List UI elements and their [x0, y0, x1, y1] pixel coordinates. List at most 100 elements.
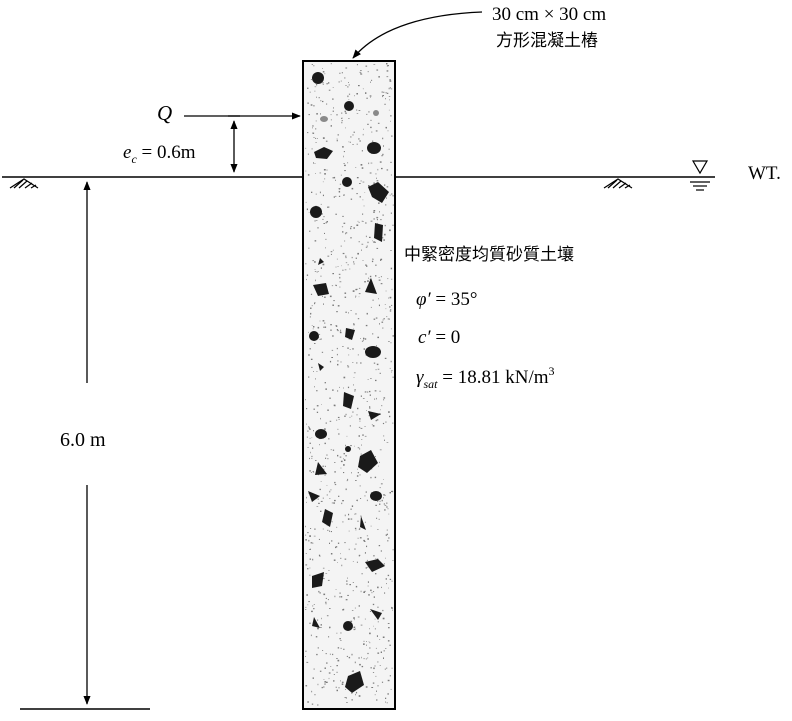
- concrete-speckle: [358, 296, 360, 298]
- concrete-speckle: [308, 427, 310, 429]
- concrete-speckle: [316, 371, 318, 372]
- concrete-speckle: [315, 120, 317, 122]
- concrete-speckle: [355, 167, 357, 168]
- concrete-speckle: [307, 174, 310, 176]
- concrete-speckle: [344, 697, 346, 698]
- concrete-speckle: [366, 559, 368, 561]
- concrete-speckle: [369, 394, 371, 396]
- concrete-speckle: [315, 220, 318, 221]
- concrete-speckle: [370, 162, 373, 164]
- concrete-speckle: [385, 204, 387, 206]
- concrete-speckle: [336, 114, 338, 116]
- concrete-speckle: [374, 628, 376, 630]
- concrete-speckle: [362, 260, 364, 261]
- concrete-speckle: [386, 506, 388, 508]
- concrete-speckle: [334, 595, 336, 598]
- concrete-speckle: [336, 138, 338, 140]
- concrete-speckle: [310, 313, 312, 315]
- concrete-speckle: [333, 300, 335, 302]
- concrete-speckle: [362, 221, 364, 222]
- concrete-speckle: [313, 65, 315, 67]
- concrete-speckle: [366, 312, 368, 315]
- concrete-speckle: [338, 687, 340, 689]
- concrete-speckle: [378, 304, 380, 307]
- concrete-speckle: [361, 656, 362, 659]
- concrete-speckle: [369, 628, 370, 630]
- concrete-speckle: [330, 63, 332, 65]
- concrete-speckle: [384, 184, 386, 186]
- concrete-speckle: [376, 177, 377, 179]
- concrete-speckle: [387, 65, 389, 67]
- concrete-speckle: [367, 71, 369, 73]
- concrete-speckle: [309, 442, 311, 444]
- concrete-speckle: [381, 167, 383, 170]
- concrete-speckle: [356, 177, 359, 179]
- concrete-speckle: [317, 498, 319, 500]
- ground-hatch-left: [9, 178, 39, 189]
- concrete-speckle: [364, 338, 367, 340]
- concrete-speckle: [316, 272, 318, 273]
- concrete-speckle: [320, 624, 322, 626]
- concrete-speckle: [389, 675, 391, 677]
- concrete-speckle: [353, 629, 356, 631]
- concrete-speckle: [314, 269, 316, 270]
- concrete-speckle: [345, 127, 346, 129]
- concrete-speckle: [350, 226, 353, 227]
- concrete-speckle: [387, 640, 390, 642]
- concrete-speckle: [338, 495, 340, 497]
- concrete-speckle: [369, 390, 371, 393]
- concrete-speckle: [309, 549, 311, 550]
- concrete-speckle: [381, 237, 384, 239]
- concrete-speckle: [388, 318, 390, 320]
- concrete-speckle: [326, 494, 328, 496]
- concrete-speckle: [308, 601, 310, 603]
- concrete-speckle: [316, 84, 318, 86]
- concrete-speckle: [309, 91, 311, 93]
- concrete-speckle: [333, 107, 334, 109]
- concrete-speckle: [334, 484, 337, 486]
- concrete-speckle: [354, 607, 356, 609]
- concrete-speckle: [308, 331, 309, 333]
- concrete-speckle: [350, 310, 352, 311]
- concrete-speckle: [357, 472, 359, 474]
- eccentricity-label: ec = 0.6m: [123, 142, 196, 166]
- concrete-speckle: [351, 256, 353, 259]
- concrete-speckle: [360, 180, 362, 182]
- concrete-speckle: [384, 504, 387, 506]
- concrete-speckle: [355, 585, 358, 588]
- concrete-speckle: [382, 327, 384, 329]
- concrete-speckle: [347, 518, 350, 520]
- concrete-speckle: [356, 109, 358, 111]
- concrete-speckle: [332, 177, 334, 179]
- concrete-speckle: [340, 329, 342, 331]
- concrete-speckle: [311, 457, 313, 459]
- concrete-speckle: [379, 500, 381, 502]
- concrete-speckle: [353, 384, 354, 386]
- concrete-speckle: [378, 279, 381, 281]
- concrete-speckle: [356, 224, 359, 226]
- concrete-speckle: [389, 306, 391, 308]
- concrete-speckle: [311, 305, 313, 307]
- concrete-speckle: [336, 671, 338, 673]
- concrete-speckle: [353, 617, 355, 619]
- concrete-speckle: [366, 113, 368, 115]
- concrete-speckle: [345, 599, 348, 601]
- concrete-speckle: [382, 95, 384, 96]
- concrete-speckle: [307, 87, 309, 89]
- concrete-speckle: [366, 401, 368, 402]
- concrete-speckle: [367, 280, 369, 282]
- concrete-speckle: [335, 589, 337, 590]
- concrete-speckle: [388, 341, 390, 342]
- concrete-speckle: [309, 535, 311, 537]
- concrete-speckle: [367, 241, 369, 244]
- concrete-speckle: [348, 656, 351, 659]
- concrete-speckle: [342, 346, 344, 347]
- concrete-speckle: [325, 247, 326, 249]
- concrete-speckle: [305, 553, 307, 554]
- concrete-speckle: [317, 704, 319, 706]
- concrete-speckle: [331, 285, 334, 287]
- concrete-speckle: [366, 245, 368, 247]
- concrete-speckle: [374, 241, 376, 243]
- concrete-speckle: [315, 460, 317, 461]
- concrete-speckle: [359, 71, 362, 73]
